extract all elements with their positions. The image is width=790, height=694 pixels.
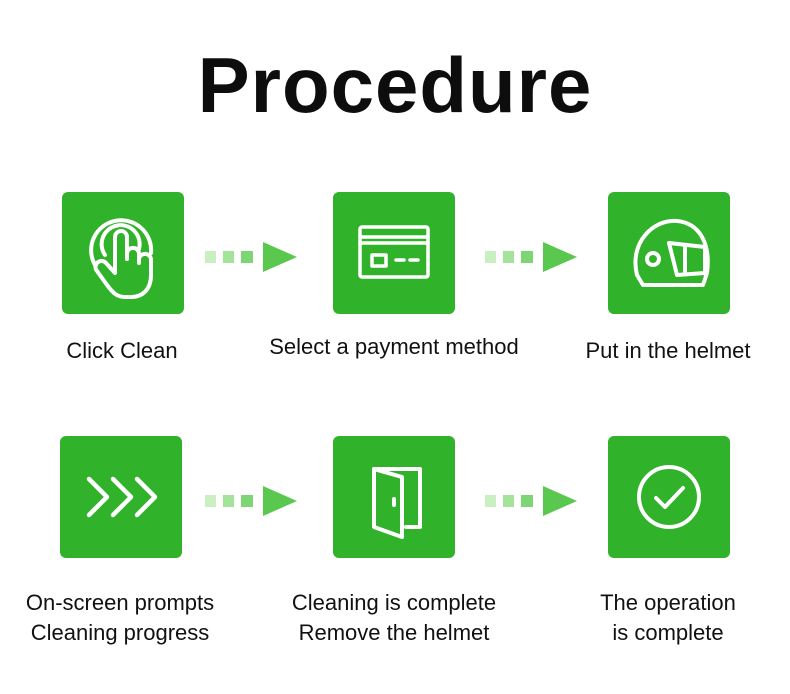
step-6-label: The operation is complete xyxy=(600,590,736,645)
step-5-tile xyxy=(333,436,455,558)
step-4-tile xyxy=(60,436,182,558)
arrow-right-icon xyxy=(485,242,577,272)
step-2-label: Select a payment method xyxy=(269,334,519,359)
step-4-label: On-screen prompts Cleaning progress xyxy=(25,590,215,645)
door-icon xyxy=(372,467,422,539)
step-5-label: Cleaning is complete Remove the helmet xyxy=(291,590,497,645)
arrow-right-icon xyxy=(205,486,297,516)
step-6-tile xyxy=(608,436,730,558)
helmet-icon xyxy=(633,218,710,287)
check-circle-icon xyxy=(637,465,701,529)
tap-icon xyxy=(89,218,154,299)
arrow-right-icon xyxy=(485,486,577,516)
chevrons-right-icon xyxy=(86,476,158,518)
page-title: Procedure xyxy=(197,41,593,129)
step-3-tile xyxy=(608,192,730,314)
step-2-tile xyxy=(333,192,455,314)
step-1-tile xyxy=(62,192,184,314)
step-3-label: Put in the helmet xyxy=(585,338,751,363)
credit-card-icon xyxy=(358,225,430,279)
step-1-label: Click Clean xyxy=(66,338,178,363)
arrow-right-icon xyxy=(205,242,297,272)
